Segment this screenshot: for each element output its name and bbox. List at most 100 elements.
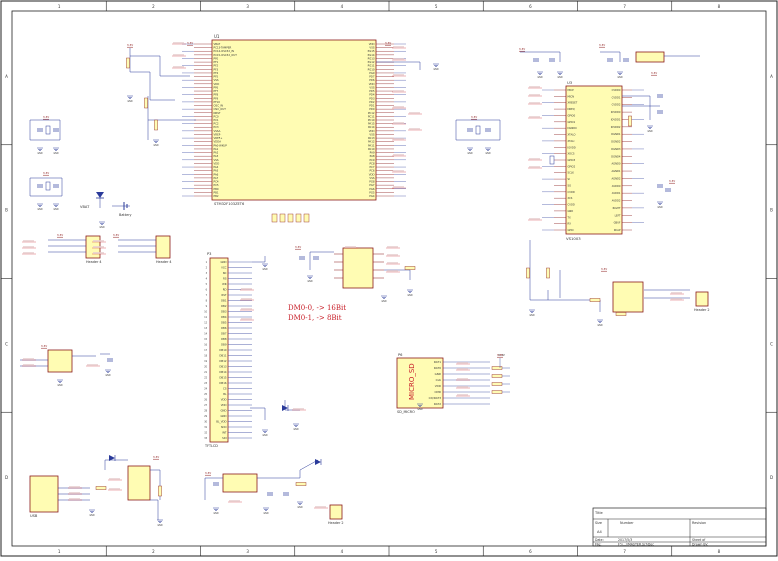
- tft-pin-number: 6: [206, 289, 208, 292]
- zone-col-label-bottom: 6: [529, 549, 532, 554]
- tft-pin-number: 31: [204, 426, 207, 429]
- pin-label: PA7: [214, 176, 219, 180]
- pin-label: PC15-OSC32_OUT: [214, 53, 238, 57]
- zone-row-label-left: D: [5, 475, 8, 480]
- net-label-text: [529, 116, 540, 118]
- svg-text:Header 2: Header 2: [694, 308, 710, 312]
- pin-label: VBAT: [214, 42, 221, 46]
- gnd-label: GND: [262, 268, 267, 271]
- pin-label: SO: [568, 183, 572, 187]
- size-value: A4: [597, 530, 602, 534]
- tft-pin-label: DB1: [221, 299, 227, 303]
- pin-label: NRST: [214, 111, 221, 115]
- ldo-ic: [222, 473, 258, 493]
- resistor: [589, 298, 601, 302]
- resistor: [154, 119, 158, 131]
- microsd-socket: P6 SD_MICRO MICRO_SD DAT1DAT0GNDCLKVDDCM…: [396, 353, 510, 414]
- sensor-ic: [47, 349, 73, 373]
- pin-label: PA11: [368, 143, 375, 147]
- pin-label: PC0: [214, 114, 219, 118]
- net-label-text: [293, 408, 304, 410]
- vcc-label: 3.3V: [519, 47, 525, 51]
- pin-label: XTALO: [568, 133, 576, 137]
- codec-ref: U3: [567, 80, 573, 85]
- flash-ic: [334, 247, 384, 289]
- resistor: [546, 267, 550, 279]
- tft-pin-label: SDO: [221, 425, 227, 429]
- title-block: Title Size A4 Number Revision Date: 2017…: [592, 507, 767, 547]
- net-label-text: [93, 252, 104, 254]
- gnd-label: GND: [537, 76, 542, 79]
- pin-label: DGND3: [611, 147, 621, 151]
- zone-row-label-right: A: [770, 74, 773, 79]
- zone-col-label-bottom: 8: [718, 549, 721, 554]
- svg-text:USB: USB: [30, 514, 38, 518]
- tft-pin-number: 21: [204, 371, 207, 374]
- net-label-text: [69, 492, 80, 494]
- tft-pin-label: RS: [223, 277, 227, 281]
- mcu-right-pins: VDDVSSPG15PG14PG13PG12PG11PG10PG9PD7PD6V…: [368, 42, 406, 198]
- pin-label: XDCS: [568, 152, 575, 156]
- codec-body: [565, 85, 623, 235]
- tft-pin-label: DB4: [221, 315, 227, 319]
- pin-label: PD2: [369, 100, 375, 104]
- zone-row-label-left: A: [5, 74, 8, 79]
- sd-ref: P6: [398, 353, 403, 357]
- pin-label: RX: [568, 222, 572, 226]
- resistor-array: [279, 213, 286, 223]
- pin-label: SCLK: [568, 171, 575, 175]
- pin-label: VSS: [369, 46, 374, 50]
- tft-pin-label: DB7: [221, 332, 227, 336]
- tft-pin-number: 29: [204, 415, 207, 418]
- mcu-left-pins: VBATPC13-TAMPERPC14-OSC32_INPC15-OSC32_O…: [182, 42, 237, 198]
- net-label-text: [393, 122, 404, 124]
- tft-pin-label: DB2: [221, 304, 227, 308]
- net-label-text: [529, 102, 540, 104]
- pin-label: VSS: [214, 158, 219, 162]
- sd-body: [396, 357, 444, 409]
- net-label-text: [393, 186, 404, 188]
- zone-col-label-bottom: 2: [152, 549, 155, 554]
- pin-label: AVDD2: [612, 199, 621, 203]
- drawn-by-label: Drawn By:: [692, 543, 708, 547]
- pin-label: PD5: [369, 89, 375, 93]
- pin-label: VREF+: [214, 136, 223, 140]
- vcc-label: 3.3V: [599, 43, 605, 47]
- regulator-ic: [635, 51, 665, 63]
- pin-label: PF4: [214, 71, 219, 75]
- net-label-text: [529, 166, 540, 168]
- battery-section: VBAT Battery: [80, 192, 132, 217]
- tft-pin-number: 8: [206, 300, 208, 303]
- tft-pin-label: VDD: [221, 403, 227, 407]
- net-label-text: [457, 362, 468, 364]
- pin-label: AVDD0: [612, 184, 621, 188]
- pin-label: PF5: [214, 75, 219, 79]
- vcc-label: 3.3V: [295, 245, 301, 249]
- pin-label: PF9: [214, 96, 219, 100]
- vcc-label: 3.3V: [498, 353, 506, 357]
- net-label-text: [457, 368, 468, 370]
- gnd-label: GND: [263, 512, 268, 515]
- tft-pin-number: 32: [204, 432, 207, 435]
- pin-label: PD3: [369, 96, 375, 100]
- codec-part: VS1003: [566, 236, 581, 241]
- pin-label: PB0: [214, 187, 219, 191]
- pin-label: AGND0: [612, 162, 621, 166]
- pin-label: TX: [568, 215, 572, 219]
- resistor: [295, 482, 307, 486]
- resistor: [126, 57, 130, 69]
- tft-pin-number: 18: [204, 355, 207, 358]
- net-label-text: [173, 66, 184, 68]
- pin-label: GPIO2: [568, 164, 576, 168]
- pin-label: CVDD2: [612, 103, 621, 107]
- pin-label: PF10: [214, 100, 221, 104]
- tft-pin-label: GND: [221, 409, 227, 413]
- pin-label: GBUF: [614, 221, 621, 225]
- vcc-label: 3.3V: [43, 115, 49, 119]
- size-label: Size: [595, 521, 602, 525]
- pin-label: PF7: [214, 89, 219, 93]
- tft-pins: GND1VCC2NC3RS4WR5RD6RST7DB18DB29DB310DB4…: [204, 260, 252, 440]
- number-label: Number: [620, 521, 634, 525]
- vcc-label: 3.3V: [669, 179, 675, 183]
